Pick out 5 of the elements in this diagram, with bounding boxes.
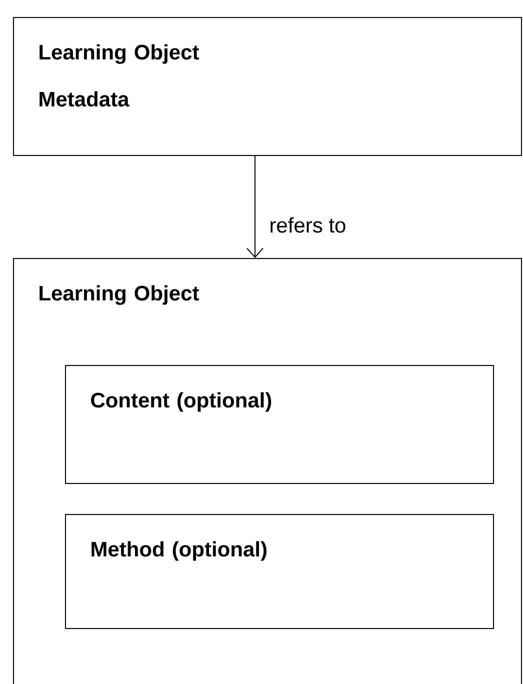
- part-box: Content (optional): [65, 365, 494, 484]
- arrow: [246, 156, 264, 258]
- object-box: Learning Object Metadata: [13, 17, 522, 156]
- part-box: Method (optional): [65, 514, 494, 629]
- edge-label: refers to: [270, 217, 346, 233]
